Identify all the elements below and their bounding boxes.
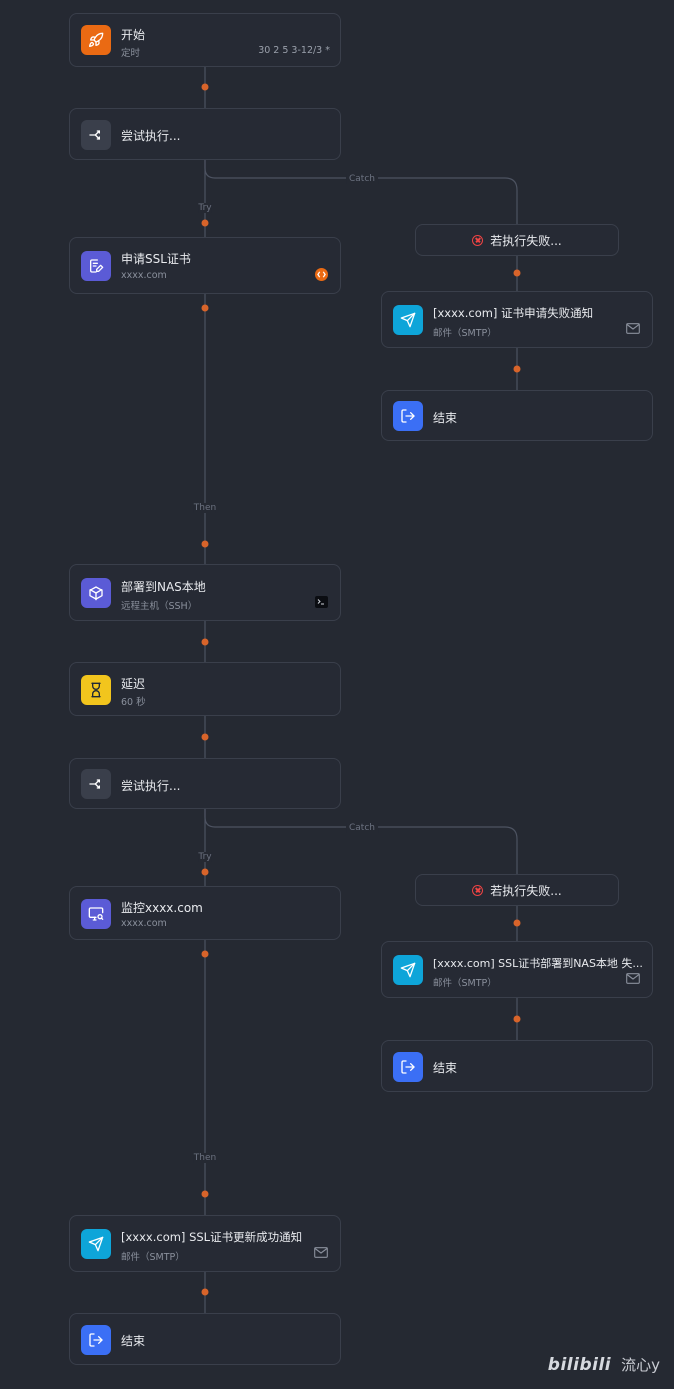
branch-icon xyxy=(81,120,111,150)
node-subtitle: 远程主机（SSH） xyxy=(121,601,198,612)
add-node-dot[interactable] xyxy=(201,950,209,958)
node-fail-notify-1[interactable]: [xxxx.com] 证书申请失败通知 邮件（SMTP） xyxy=(381,291,653,348)
catch-label: 若执行失败... xyxy=(490,233,562,248)
monitor-search-icon xyxy=(81,899,111,929)
branch-icon xyxy=(81,769,111,799)
node-catch-2[interactable]: 若执行失败... xyxy=(415,874,619,906)
exit-icon xyxy=(81,1325,111,1355)
edge-label-catch: Catch xyxy=(346,174,378,184)
error-circle-icon xyxy=(472,884,484,896)
node-title: 结束 xyxy=(433,411,458,425)
node-subtitle: 60 秒 xyxy=(121,697,146,708)
node-monitor[interactable]: 监控xxxx.com xxxx.com xyxy=(69,886,341,940)
node-try-1[interactable]: 尝试执行... xyxy=(69,108,341,160)
node-start[interactable]: 开始 定时 30 2 5 3-12/3 * xyxy=(69,13,341,67)
edge-label-catch: Catch xyxy=(346,823,378,833)
add-node-dot[interactable] xyxy=(201,304,209,312)
node-title: 申请SSL证书 xyxy=(121,252,191,266)
add-node-dot[interactable] xyxy=(513,1015,521,1023)
node-subtitle: 邮件（SMTP） xyxy=(433,978,497,989)
send-icon xyxy=(393,955,423,985)
acme-provider-icon xyxy=(315,268,328,281)
bilibili-logo: bilibili xyxy=(547,1354,612,1375)
author-name: 流心y xyxy=(621,1356,660,1374)
exit-icon xyxy=(393,1052,423,1082)
node-title: [xxxx.com] 证书申请失败通知 xyxy=(433,306,594,320)
mail-icon xyxy=(626,973,640,984)
rocket-icon xyxy=(81,25,111,55)
node-title: 尝试执行... xyxy=(121,129,181,143)
add-node-dot[interactable] xyxy=(201,540,209,548)
add-node-dot[interactable] xyxy=(201,733,209,741)
node-title: 部署到NAS本地 xyxy=(121,580,206,594)
add-node-dot[interactable] xyxy=(513,919,521,927)
node-delay[interactable]: 延迟 60 秒 xyxy=(69,662,341,716)
node-subtitle: xxxx.com xyxy=(121,918,167,929)
edge-label-then: Then xyxy=(193,503,217,513)
node-title: 结束 xyxy=(433,1061,458,1075)
edge-label-try: Try xyxy=(198,203,212,213)
terminal-icon xyxy=(315,596,328,608)
exit-icon xyxy=(393,401,423,431)
node-title: [xxxx.com] SSL证书部署到NAS本地 失... xyxy=(433,957,643,970)
add-node-dot[interactable] xyxy=(201,219,209,227)
add-node-dot[interactable] xyxy=(513,269,521,277)
node-title: 尝试执行... xyxy=(121,779,181,793)
error-circle-icon xyxy=(472,234,484,246)
node-end-3[interactable]: 结束 xyxy=(69,1313,341,1365)
node-subtitle: 邮件（SMTP） xyxy=(433,328,497,339)
add-node-dot[interactable] xyxy=(513,365,521,373)
node-catch-1[interactable]: 若执行失败... xyxy=(415,224,619,256)
node-title: 结束 xyxy=(121,1334,146,1348)
node-deploy[interactable]: 部署到NAS本地 远程主机（SSH） xyxy=(69,564,341,621)
certificate-icon xyxy=(81,251,111,281)
node-title: 延迟 xyxy=(121,677,146,691)
edge-label-then: Then xyxy=(193,1153,217,1163)
add-node-dot[interactable] xyxy=(201,638,209,646)
send-icon xyxy=(81,1229,111,1259)
node-title: 监控xxxx.com xyxy=(121,901,203,915)
watermark: bilibili 流心y xyxy=(548,1354,660,1375)
edge-label-try: Try xyxy=(198,852,212,862)
mail-icon xyxy=(626,323,640,334)
node-title: [xxxx.com] SSL证书更新成功通知 xyxy=(121,1230,303,1244)
node-subtitle: xxxx.com xyxy=(121,270,167,281)
add-node-dot[interactable] xyxy=(201,1288,209,1296)
node-try-2[interactable]: 尝试执行... xyxy=(69,758,341,809)
node-end-2[interactable]: 结束 xyxy=(381,1040,653,1092)
add-node-dot[interactable] xyxy=(201,1190,209,1198)
node-apply-ssl[interactable]: 申请SSL证书 xxxx.com xyxy=(69,237,341,294)
catch-label: 若执行失败... xyxy=(490,883,562,898)
node-title: 开始 xyxy=(121,28,146,42)
mail-icon xyxy=(314,1247,328,1258)
add-node-dot[interactable] xyxy=(201,868,209,876)
hourglass-icon xyxy=(81,675,111,705)
node-success-notify[interactable]: [xxxx.com] SSL证书更新成功通知 邮件（SMTP） xyxy=(69,1215,341,1272)
add-node-dot[interactable] xyxy=(201,83,209,91)
node-subtitle: 邮件（SMTP） xyxy=(121,1252,185,1263)
package-icon xyxy=(81,578,111,608)
cron-expression: 30 2 5 3-12/3 * xyxy=(258,45,330,56)
node-end-1[interactable]: 结束 xyxy=(381,390,653,441)
send-icon xyxy=(393,305,423,335)
node-fail-notify-2[interactable]: [xxxx.com] SSL证书部署到NAS本地 失... 邮件（SMTP） xyxy=(381,941,653,998)
node-subtitle: 定时 xyxy=(121,48,141,59)
